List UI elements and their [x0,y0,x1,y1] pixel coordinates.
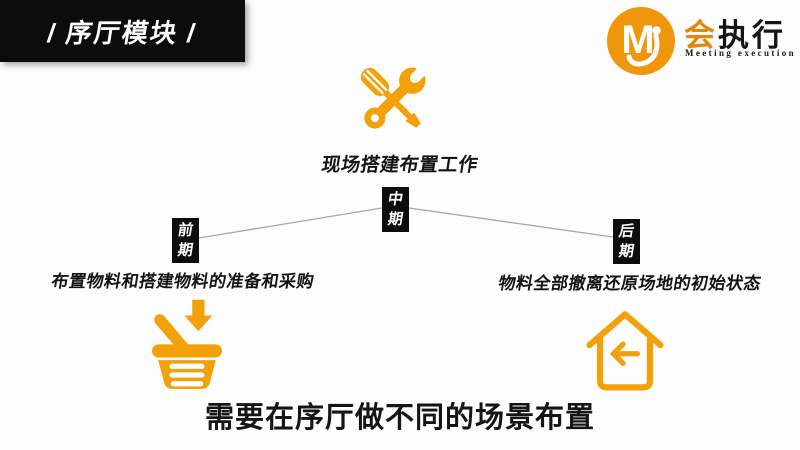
tools-icon [360,65,428,129]
footer-headline: 需要在序厅做不同的场景布置 [204,402,595,434]
banner-title: / 序厅模块 / [45,17,200,48]
phase-label: 现场搭建布置工作 [320,155,480,176]
basket-download-icon [152,299,222,389]
brand-tagline: Meeting execution [685,48,797,58]
logo: M 会执行 Meeting execution [606,6,797,75]
connector-line-left [198,207,383,239]
house-return-icon [586,311,664,391]
stage-early-description: 布置物料和搭建物料的准备和采购 [49,272,316,291]
svg-text:M: M [621,18,654,62]
brand-first-char: 会 [684,18,718,53]
stage-box-late: 后期 [613,219,640,264]
brand-name: 会执行 [684,10,796,55]
logo-mark-icon: M [607,7,675,75]
stage-box-early: 前期 [172,218,199,263]
stage-box-mid: 中期 [382,187,409,232]
arrow-left-icon [609,341,641,366]
brand-rest: 执行 [718,18,786,53]
stage-late-description: 物料全部撤离还原场地的初始状态 [496,274,763,293]
connector-line-right [408,207,614,238]
banner: / 序厅模块 / [0,0,245,62]
